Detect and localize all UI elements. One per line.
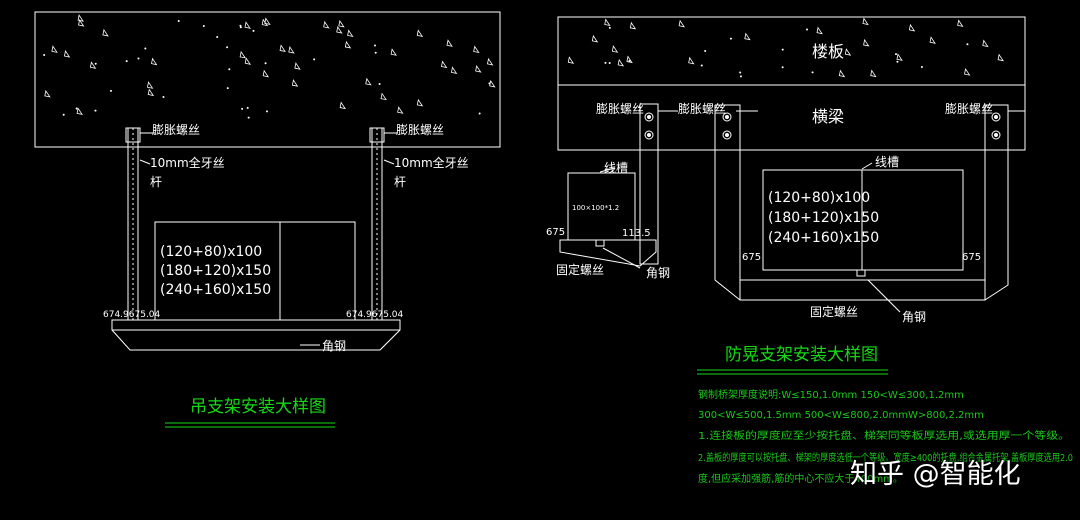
size-line-2-right: (180+120)x150 [768, 210, 879, 226]
sway-brace-detail [557, 16, 1026, 375]
spec-notes: 钢制桥架厚度说明:W≤150,1.0mm 150<W≤300,1.2mm 300… [698, 388, 1073, 485]
concrete-speckle-left [43, 14, 496, 119]
dim-675-b: 675 [742, 252, 761, 263]
dim-675-a: 675 [546, 227, 565, 238]
anchor-head-left [125, 127, 141, 143]
label-beam: 横梁 [812, 107, 844, 126]
small-angle-steel [559, 239, 657, 267]
size-line-1-right: (120+80)x100 [768, 190, 870, 206]
note-line-1: 钢制桥架厚度说明:W≤150,1.0mm 150<W≤300,1.2mm [698, 388, 964, 401]
dim-1135: 113.5 [622, 228, 651, 239]
hanger-detail [34, 11, 501, 428]
dim-675-c: 675 [962, 252, 981, 263]
note-line-3: 1.连接板的厚度应至少按托盘、梯架同等板厚选用,或选用厚一个等级。 [698, 429, 1070, 442]
note-line-4: 2.盖板的厚度可以按托盘、梯架的厚度选低一个等级。宽度≥400的托盘,组合金属托… [698, 451, 1073, 464]
dim-left: 674.9675.04 [103, 310, 161, 320]
note-line-2: 300<W≤500,1.5mm 500<W≤800,2.0mmW>800,2.2… [698, 410, 984, 421]
dim-right: 674.9675.04 [346, 310, 404, 320]
concrete-slab-left [34, 11, 501, 148]
u-frame [715, 104, 1009, 301]
label-rod-right: 10mm全牙丝 [394, 155, 469, 170]
size-line-2-left: (180+120)x150 [160, 263, 271, 279]
size-line-3-right: (240+160)x150 [768, 230, 879, 246]
label-anchor-right: 膨胀螺丝 [396, 123, 444, 137]
label-rod-left: 10mm全牙丝 [150, 155, 225, 170]
label-angle-steel-left: 角钢 [322, 339, 346, 353]
floor-slab [557, 16, 1026, 86]
label-rod-right-2: 杆 [394, 175, 406, 189]
label-angle-b: 角钢 [902, 310, 926, 324]
label-rod-left-2: 杆 [150, 175, 162, 189]
label-small-size: 100×100*1.2 [572, 204, 619, 212]
label-anchor-a: 膨胀螺丝 [596, 102, 644, 116]
watermark: 知乎 @智能化 [850, 459, 1021, 490]
label-anchor-b: 膨胀螺丝 [678, 102, 726, 116]
size-line-1-left: (120+80)x100 [160, 244, 262, 260]
size-line-3-left: (240+160)x150 [160, 282, 271, 298]
label-tray-small: 线槽 [604, 161, 628, 175]
note-line-5: 度,但应采加强筋,筋的中心不应大于400mm。 [698, 472, 903, 485]
sway-brace-labels: 楼板 横梁 膨胀螺丝 膨胀螺丝 膨胀螺丝 线槽 线槽 100×100*1.2 6… [546, 42, 993, 365]
cross-beam [557, 84, 1026, 151]
label-fix-bolt-b: 固定螺丝 [810, 304, 858, 319]
label-anchor-c: 膨胀螺丝 [945, 102, 993, 116]
title-hanger: 吊支架安装大样图 [190, 397, 326, 417]
angle-steel-left [111, 319, 401, 351]
label-angle-a: 角钢 [646, 266, 670, 280]
side-bracket-plate [639, 103, 659, 265]
label-floor-slab: 楼板 [812, 42, 844, 61]
title-sway-brace: 防晃支架安装大样图 [725, 345, 878, 365]
label-fix-bolt-a: 固定螺丝 [556, 262, 604, 277]
label-tray-big: 线槽 [875, 155, 899, 169]
label-anchor-left: 膨胀螺丝 [152, 123, 200, 137]
hanger-labels: 膨胀螺丝 膨胀螺丝 10mm全牙丝 杆 10mm全牙丝 杆 (120+80)x1… [103, 123, 469, 417]
anchor-head-right [369, 127, 385, 143]
concrete-speckle-right [567, 17, 1004, 78]
